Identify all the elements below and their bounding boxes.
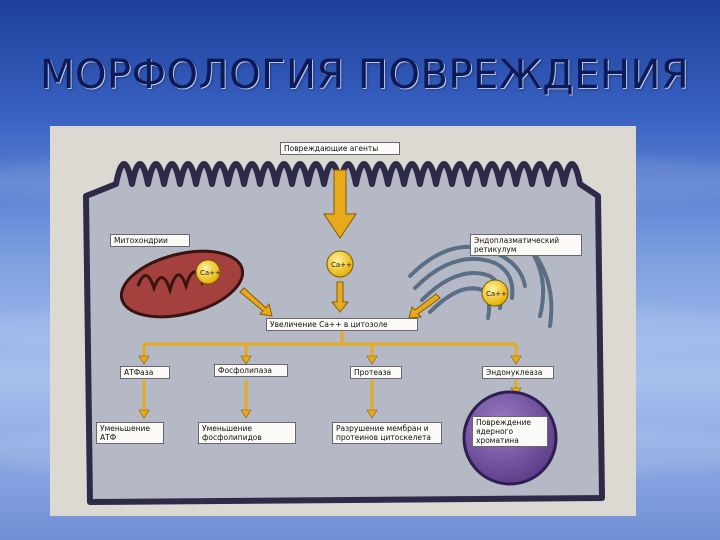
label-damaging-agents: Повреждающие агенты — [280, 142, 400, 155]
label-atp-decrease: Уменьшение АТФ — [96, 422, 164, 444]
ca-ion-er: Ca++ — [481, 279, 509, 307]
branch-arrowheads — [138, 355, 522, 419]
label-atpase: АТФаза — [120, 366, 170, 379]
label-phospholipid-decrease: Уменьшение фосфолипидов — [198, 422, 296, 444]
agent-arrow — [323, 169, 357, 239]
arrows-to-increase — [239, 281, 441, 319]
svg-text:Ca++: Ca++ — [486, 290, 507, 298]
label-er: Эндоплазматический ретикулум — [470, 234, 582, 256]
label-mitochondria: Митохондрии — [110, 234, 190, 247]
label-membrane-destruction: Разрушение мембран и протеинов цитоскеле… — [332, 422, 442, 444]
ca-ion-cytosol: Ca++ — [326, 250, 354, 278]
slide-title: МОРФОЛОГИЯ ПОВРЕЖДЕНИЯ — [40, 52, 690, 98]
label-chromatin-damage: Повреждение ядерного хроматина — [472, 416, 548, 447]
branch-lines — [142, 330, 518, 412]
label-protease: Протеаза — [350, 366, 402, 379]
label-endonuclease: Эндонуклеаза — [482, 366, 554, 379]
svg-text:Ca++: Ca++ — [331, 261, 352, 269]
label-phospholipase: Фосфолипаза — [214, 364, 288, 377]
label-ca-increase: Увеличение Ca++ в цитозоле — [266, 318, 418, 331]
cell-injury-diagram: Ca++ Ca++ Ca++ — [50, 126, 636, 516]
ca-ion-mito: Ca++ — [195, 259, 221, 285]
svg-text:Ca++: Ca++ — [200, 269, 221, 277]
